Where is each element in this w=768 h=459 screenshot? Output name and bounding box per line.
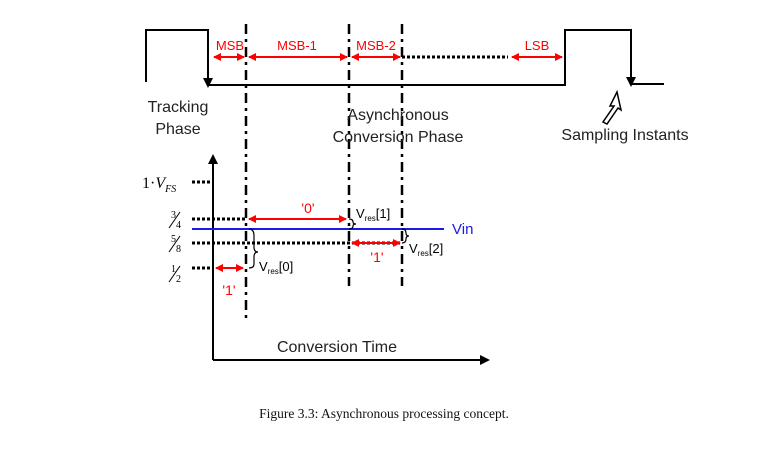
residue-0-label: Vres[0] <box>259 259 293 276</box>
svg-text:4: 4 <box>176 220 181 231</box>
figure-caption: Figure 3.3: Asynchronous processing conc… <box>259 406 509 421</box>
residue-1-label: Vres[1] <box>356 206 390 223</box>
vin-label: Vin <box>452 221 473 238</box>
svg-text:8: 8 <box>176 244 181 255</box>
async-phase-label-1: Asynchronous <box>347 107 448 124</box>
half-level-label: 1 2 <box>168 264 181 285</box>
tracking-phase-label-2: Phase <box>155 121 200 138</box>
async-phase-label-2: Conversion Phase <box>333 129 464 146</box>
five-eighth-level-label: 5 8 <box>168 234 181 255</box>
svg-text:1: 1 <box>171 264 176 275</box>
vfs-level-label: 1·VFS <box>142 175 176 195</box>
residue-2-label: Vres[2] <box>409 241 443 258</box>
msb-label: MSB <box>216 38 244 53</box>
residue-2-brace <box>401 228 410 244</box>
decision-0-label: '0' <box>301 200 314 216</box>
tracking-phase-label-1: Tracking <box>148 99 209 116</box>
svg-text:3: 3 <box>171 210 176 221</box>
svg-text:1·VFS: 1·VFS <box>142 175 176 195</box>
svg-text:5: 5 <box>171 234 176 245</box>
msb1-label: MSB-1 <box>277 38 317 53</box>
decision-1b-label: '1' <box>370 249 383 265</box>
msb2-label: MSB-2 <box>356 38 396 53</box>
residue-1-brace <box>348 218 357 230</box>
decision-1a-label: '1' <box>222 282 235 298</box>
lsb-label: LSB <box>525 38 550 53</box>
x-axis-label: Conversion Time <box>277 339 397 356</box>
sampling-instants-label: Sampling Instants <box>561 127 688 144</box>
residue-0-brace <box>248 228 259 269</box>
three-quarter-level-label: 3 4 <box>168 210 181 231</box>
svg-text:2: 2 <box>176 274 181 285</box>
sampling-instant-arrow-icon <box>601 89 623 125</box>
